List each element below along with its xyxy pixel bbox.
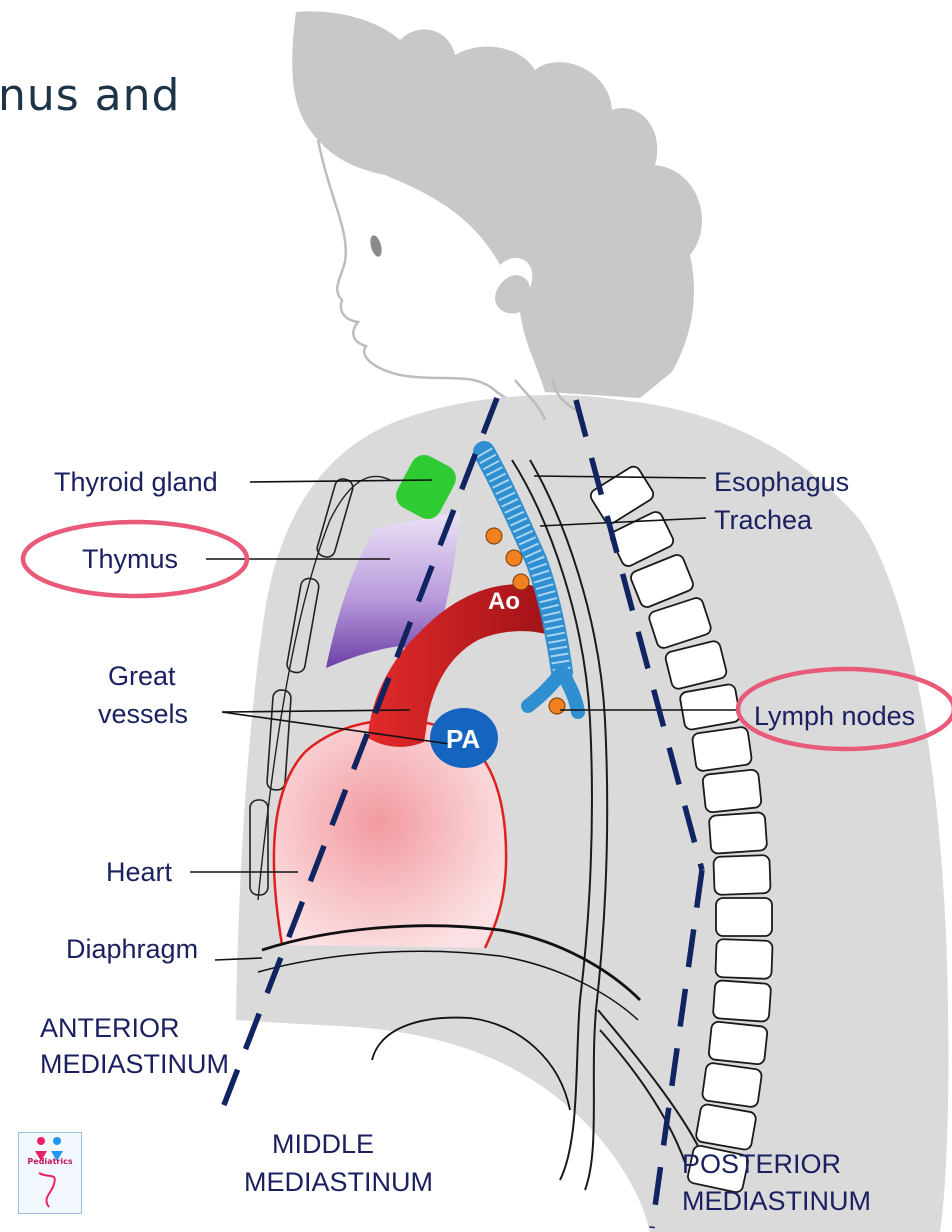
label-great: Great <box>108 660 176 692</box>
label-aorta: Ao <box>488 588 520 616</box>
label-thymus: Thymus <box>82 543 178 575</box>
eye <box>368 234 383 258</box>
logo-text: Pediatrics <box>19 1157 81 1166</box>
region-posterior-line2: MEDIASTINUM <box>682 1185 871 1217</box>
region-anterior-line2: MEDIASTINUM <box>40 1048 229 1080</box>
label-diaphragm: Diaphragm <box>66 933 198 965</box>
label-lymph-nodes: Lymph nodes <box>754 700 915 732</box>
label-heart: Heart <box>106 856 172 888</box>
logo-figures <box>19 1133 81 1213</box>
label-pulmonary-artery: PA <box>446 724 480 755</box>
region-middle-line1: MIDDLE <box>272 1128 374 1160</box>
label-esophagus: Esophagus <box>714 466 849 498</box>
logo: Pediatrics <box>18 1132 82 1214</box>
region-posterior-line1: POSTERIOR <box>682 1148 841 1180</box>
label-thyroid-gland: Thyroid gland <box>54 466 218 498</box>
slide-title: nus and <box>0 70 180 121</box>
label-vessels: vessels <box>98 698 188 730</box>
head-silhouette <box>292 11 702 398</box>
region-middle-line2: MEDIASTINUM <box>244 1166 433 1198</box>
region-anterior-line1: ANTERIOR <box>40 1012 180 1044</box>
label-trachea: Trachea <box>714 504 812 536</box>
